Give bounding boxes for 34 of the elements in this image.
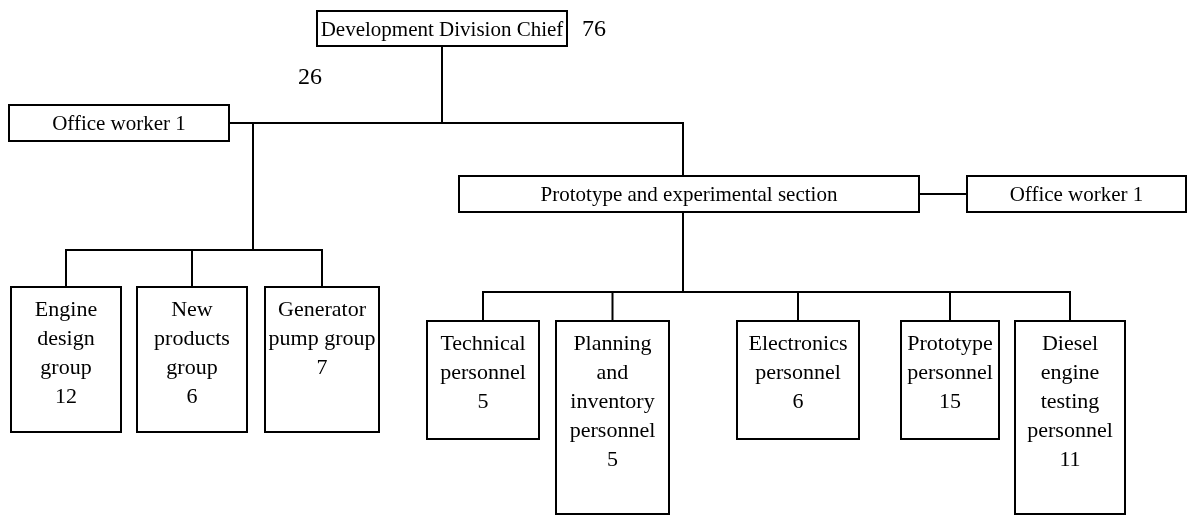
headcount: 6 bbox=[792, 387, 804, 415]
headcount: 15 bbox=[939, 387, 961, 415]
headcount: 5 bbox=[607, 445, 618, 473]
headcount: 76 bbox=[582, 14, 606, 42]
org-box bbox=[458, 175, 920, 213]
headcount: 5 bbox=[477, 387, 489, 415]
unit-name: Generator pump group bbox=[268, 295, 376, 352]
headcount: 6 bbox=[186, 382, 198, 410]
org-box bbox=[900, 320, 1000, 440]
org-box bbox=[8, 104, 230, 142]
unit-name: Development Division Chief bbox=[320, 15, 564, 43]
headcount: 12 bbox=[55, 382, 77, 410]
unit-name: Office worker 1 bbox=[1009, 181, 1144, 208]
org-box bbox=[1014, 320, 1126, 515]
unit-name: Technical personnel bbox=[439, 329, 527, 386]
org-box bbox=[736, 320, 860, 440]
org-box bbox=[555, 320, 670, 515]
unit-name: Prototype and experimental section bbox=[540, 181, 838, 208]
unit-name: Prototype personnel bbox=[906, 329, 994, 386]
org-box bbox=[264, 286, 380, 433]
connector-line bbox=[919, 193, 967, 195]
unit-name: Office worker 1 bbox=[52, 110, 186, 137]
org-box bbox=[136, 286, 248, 433]
unit-name: Engine design group bbox=[33, 295, 99, 381]
headcount: 11 bbox=[1059, 445, 1081, 473]
org-box bbox=[10, 286, 122, 433]
unit-name: Electronics personnel bbox=[747, 329, 849, 386]
unit-name: Planning and inventory personnel bbox=[568, 329, 657, 444]
org-box bbox=[966, 175, 1187, 213]
unit-name: Diesel engine testing personnel bbox=[1026, 329, 1114, 444]
org-box bbox=[426, 320, 540, 440]
unit-name: New products group bbox=[153, 295, 231, 381]
headcount: 26 bbox=[298, 62, 322, 90]
headcount: 7 bbox=[316, 353, 328, 381]
